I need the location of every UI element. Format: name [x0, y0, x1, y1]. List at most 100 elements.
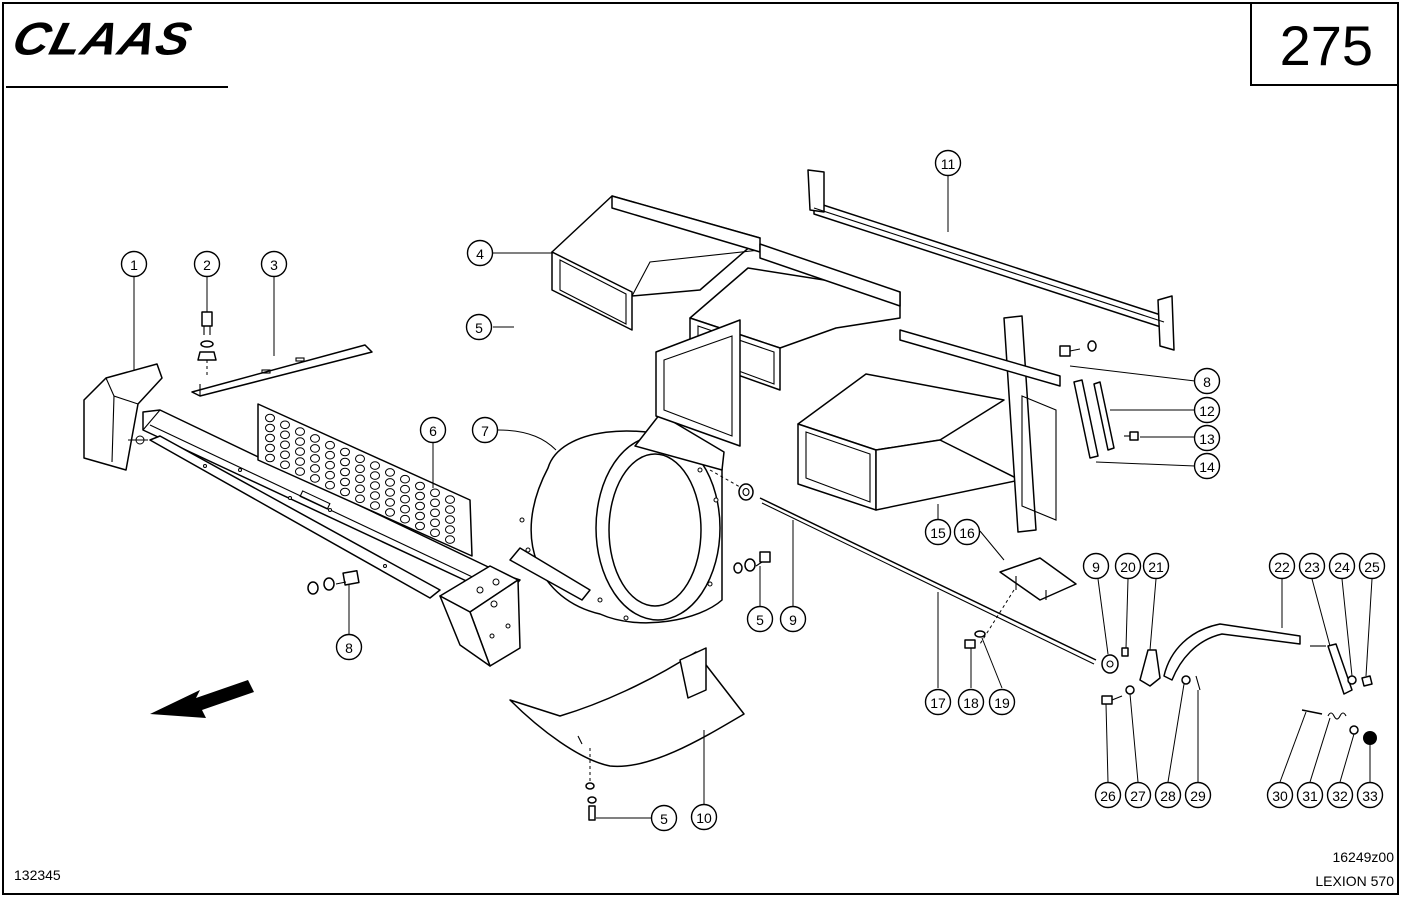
- perforation-hole: [370, 471, 380, 480]
- reference-number: 132345: [14, 867, 61, 883]
- callout-label: 13: [1199, 431, 1215, 447]
- perforation-hole: [340, 447, 350, 457]
- part-16-plate: [979, 557, 1077, 645]
- part-3-strip: [191, 344, 373, 397]
- part-5-bolt-lower: [585, 748, 597, 821]
- perforation-hole: [355, 494, 365, 504]
- callout-27: 27: [1124, 781, 1152, 809]
- perforation-hole: [325, 460, 335, 470]
- perforation-hole: [280, 460, 290, 470]
- perforation-hole: [385, 478, 395, 487]
- model-name: LEXION 570: [1315, 873, 1394, 889]
- part-17-shaft: [759, 497, 1097, 665]
- callout-circle: [953, 518, 981, 546]
- callout-11: 11: [934, 149, 962, 177]
- perforation-hole: [400, 494, 410, 504]
- callout-label: 21: [1148, 559, 1164, 575]
- callout-label: 14: [1199, 459, 1215, 475]
- callout-label: 16: [959, 525, 975, 541]
- callout-24: 24: [1328, 552, 1356, 580]
- callout-label: 5: [756, 612, 764, 628]
- page-number: 275: [1279, 14, 1373, 77]
- callout-30: 30: [1266, 781, 1294, 809]
- perforation-hole: [430, 488, 440, 498]
- callout-label: 3: [270, 257, 278, 273]
- callout-circle: [1184, 781, 1212, 809]
- callout-label: 19: [994, 695, 1010, 711]
- callout-label: 28: [1160, 788, 1176, 804]
- logo-underline: [6, 86, 228, 88]
- perforation-hole: [295, 457, 305, 466]
- perforation-hole: [430, 518, 440, 528]
- callout-28: 28: [1154, 781, 1182, 809]
- perforation-hole: [400, 504, 410, 514]
- drawing-number: 16249z00: [1332, 849, 1394, 865]
- part-5-bolt-fan: [733, 551, 771, 574]
- callout-circle: [335, 633, 363, 661]
- parts-30-33-spring-assembly: [1301, 709, 1377, 745]
- callout-8: 8: [1193, 367, 1221, 395]
- perforation-hole: [355, 474, 365, 484]
- travel-direction-arrow: [150, 680, 254, 718]
- callout-circle: [1193, 424, 1221, 452]
- callout-label: 4: [476, 246, 484, 262]
- callout-5: 5: [746, 605, 774, 633]
- perforation-hole: [310, 434, 320, 443]
- callout-circle: [471, 416, 499, 444]
- perforation-hole: [340, 477, 350, 487]
- callout-circle: [1193, 367, 1221, 395]
- perforation-hole: [385, 498, 395, 507]
- perforation-hole: [265, 423, 275, 433]
- perforation-hole: [415, 491, 425, 501]
- callout-circle: [1266, 781, 1294, 809]
- callout-label: 17: [930, 695, 946, 711]
- callout-circle: [1124, 781, 1152, 809]
- callout-5: 5: [465, 313, 493, 341]
- part-8-bolt-left: [307, 569, 360, 595]
- part-2-bolt-stack: [197, 311, 217, 378]
- callout-circle: [1298, 552, 1326, 580]
- callout-label: 27: [1130, 788, 1146, 804]
- callout-10: 10: [690, 803, 718, 831]
- callout-18: 18: [957, 688, 985, 716]
- perforation-hole: [355, 454, 365, 464]
- part-22-rod: [1163, 623, 1301, 681]
- perforation-hole: [430, 508, 440, 518]
- perforation-hole: [295, 467, 305, 476]
- perforation-hole: [400, 484, 410, 494]
- parts-26-27-bolt: [1101, 685, 1135, 705]
- leader-lines: [133, 176, 1373, 819]
- perforation-hole: [325, 440, 335, 450]
- callout-19: 19: [988, 688, 1016, 716]
- callout-23: 23: [1298, 552, 1326, 580]
- part-8-bolt-right: [1059, 340, 1097, 357]
- perforation-hole: [325, 450, 335, 460]
- callout-13: 13: [1193, 424, 1221, 452]
- perforation-hole: [280, 430, 290, 440]
- part-25-nut: [1361, 675, 1373, 687]
- callout-14: 14: [1193, 452, 1221, 480]
- callout-16: 16: [953, 518, 981, 546]
- perforation-hole: [340, 487, 350, 497]
- perforation-hole: [280, 420, 290, 430]
- callout-9: 9: [1082, 552, 1110, 580]
- callout-circle: [924, 688, 952, 716]
- callout-circle: [1356, 781, 1384, 809]
- callout-7: 7: [471, 416, 499, 444]
- perforation-hole: [400, 514, 410, 524]
- callout-circle: [988, 688, 1016, 716]
- callout-label: 9: [789, 612, 797, 628]
- perforation-hole: [325, 470, 335, 480]
- callout-label: 8: [345, 640, 353, 656]
- callout-circle: [779, 605, 807, 633]
- perforation-hole: [310, 474, 320, 483]
- callout-circle: [1114, 552, 1142, 580]
- callout-label: 26: [1100, 788, 1116, 804]
- perforation-hole: [265, 443, 275, 453]
- perforation-hole: [370, 491, 380, 500]
- perforation-hole: [295, 437, 305, 446]
- perforation-hole: [280, 450, 290, 460]
- callout-31: 31: [1296, 781, 1324, 809]
